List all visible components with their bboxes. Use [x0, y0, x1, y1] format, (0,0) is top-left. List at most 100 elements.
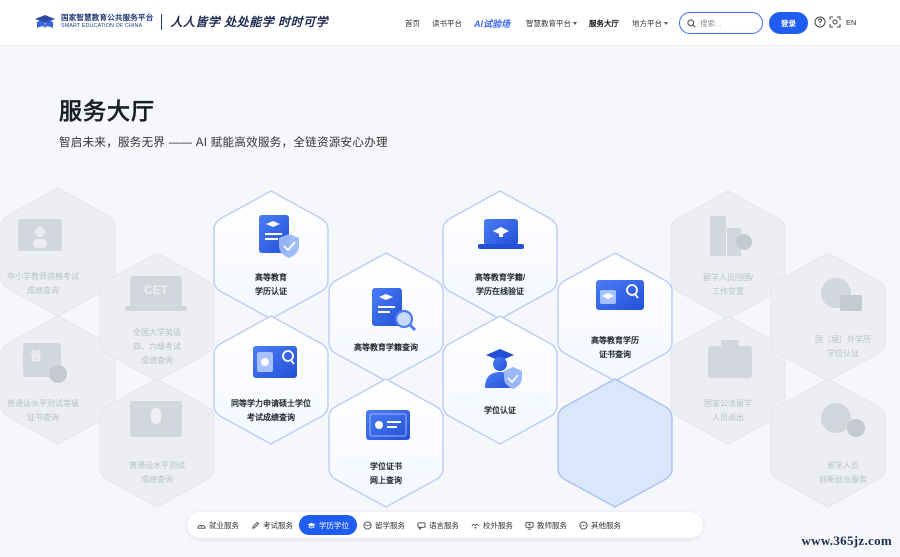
- hex-empty-highlight: [557, 378, 673, 508]
- logo-english-text: SMART EDUCATION OF CHINA: [61, 22, 143, 29]
- hex-innovation: [770, 378, 886, 508]
- label-line: 高等教育学籍查询: [354, 343, 418, 352]
- page-title: 服务大厅: [59, 98, 155, 124]
- search-box[interactable]: [679, 12, 763, 34]
- top-header: 国家智慧教育公共服务平台 SMART EDUCATION OF CHINA 人人…: [0, 0, 900, 46]
- label-line: 学位认证: [484, 406, 516, 415]
- service-returnee-placement[interactable]: 留学人员回国/ 工作安置: [668, 271, 788, 299]
- label-line: 人员派出: [712, 413, 744, 422]
- document-search-icon: [372, 288, 417, 332]
- service-status-online-verify[interactable]: 高等教育学籍/ 学历在线验证: [440, 271, 560, 299]
- service-equal-degree-score[interactable]: 同等学力申请硕士学位 考试成绩查询: [211, 397, 331, 425]
- label-line: 普通话水平测试等级: [7, 399, 79, 408]
- cards-search-icon: [253, 346, 297, 378]
- tab-label: 校外服务: [483, 520, 513, 530]
- service-cet-score[interactable]: 全国大学英语 四、六级考试 成绩查询: [97, 326, 217, 368]
- document-shield-icon: [259, 215, 299, 258]
- tab-teacher[interactable]: 教师服务: [519, 515, 573, 535]
- label-line: 成绩查询: [141, 356, 173, 365]
- pen-icon: [252, 521, 260, 529]
- label-line: 成绩查询: [27, 286, 59, 295]
- book-logo-icon: [34, 14, 56, 30]
- tab-other[interactable]: 其他服务: [573, 515, 627, 535]
- site-watermark: www.365jz.com: [801, 533, 892, 548]
- label-line: 学历认证: [255, 287, 287, 296]
- service-gov-study-abroad[interactable]: 国家公派留学 人员派出: [668, 397, 788, 425]
- nav-local-platform[interactable]: 地方平台: [632, 18, 668, 29]
- label-line: 全国大学英语: [133, 328, 181, 337]
- nav-ai-lab[interactable]: AI试验场: [474, 18, 511, 29]
- tab-language[interactable]: 语言服务: [411, 515, 465, 535]
- label-line: 留学人员回国/: [702, 273, 754, 282]
- hex-returnee: [670, 190, 786, 320]
- nav-home[interactable]: 首页: [405, 18, 420, 28]
- cet-icon-text: CET: [144, 283, 169, 297]
- login-button[interactable]: 登录: [769, 12, 808, 34]
- logo-divider: [161, 13, 163, 30]
- service-putonghua-cert[interactable]: 普通话水平测试等级 证书查询: [0, 397, 103, 425]
- service-degree-cert-auth[interactable]: 高等教育 学历认证: [211, 271, 331, 299]
- service-student-status-query[interactable]: 高等教育学籍查询: [326, 341, 446, 355]
- label-line: 四、六级考试: [133, 342, 181, 351]
- tab-label: 其他服务: [591, 520, 621, 530]
- tab-label: 留学服务: [375, 520, 405, 530]
- language-switch[interactable]: EN: [846, 18, 857, 27]
- tab-label: 就业服务: [209, 520, 239, 530]
- graduate-shield-icon: [485, 349, 522, 389]
- teacher-icon: [525, 521, 534, 530]
- search-input[interactable]: [700, 18, 756, 28]
- label-line: 中小学教师资格考试: [7, 272, 79, 281]
- search-icon: [687, 18, 696, 28]
- help-icon[interactable]: [814, 16, 826, 28]
- nav-smart-education-label: 智慧教育平台: [526, 18, 571, 28]
- nav-service-hall[interactable]: 服务大厅: [589, 18, 619, 28]
- tab-offcampus[interactable]: 校外服务: [465, 515, 519, 535]
- service-returnee-innovation[interactable]: 留学人员 创新创业服务: [783, 459, 900, 487]
- certificate-icon: [366, 410, 410, 440]
- card-search-icon: [596, 280, 644, 310]
- label-line: 证书查询: [27, 413, 59, 422]
- tab-exam[interactable]: 考试服务: [245, 515, 299, 535]
- label-line: 成绩查询: [141, 475, 173, 484]
- label-line: 国（境）外学历: [815, 335, 871, 344]
- briefcase-plane-icon: [708, 340, 752, 378]
- tab-label: 学历学位: [319, 520, 349, 530]
- label-line: 留学人员: [827, 461, 859, 470]
- tab-degree[interactable]: 学历学位: [299, 515, 357, 535]
- label-line: 考试成绩查询: [247, 413, 295, 422]
- hands-icon: [471, 523, 480, 529]
- service-putonghua-score[interactable]: 普通话水平测试 成绩查询: [97, 459, 217, 487]
- label-line: 网上查询: [370, 476, 402, 485]
- putonghua-badge-icon: [23, 343, 67, 383]
- service-foreign-degree-auth[interactable]: 国（境）外学历 学位认证: [783, 333, 900, 361]
- hex-putonghua-score: [99, 378, 215, 508]
- service-degree-cert-online[interactable]: 学位证书 网上查询: [326, 460, 446, 488]
- hex-foreign-degree: [770, 252, 886, 382]
- tab-employment[interactable]: 就业服务: [191, 515, 245, 535]
- tab-study-abroad[interactable]: 留学服务: [357, 515, 411, 535]
- chevron-down-icon: [573, 21, 577, 25]
- label-line: 普通话水平测试: [129, 461, 185, 470]
- cet-monitor-icon: [125, 276, 187, 311]
- nav-reading-platform[interactable]: 读书平台: [432, 18, 462, 28]
- service-degree-auth[interactable]: 学位认证: [440, 404, 560, 418]
- more-icon: [579, 520, 588, 530]
- nav-smart-education[interactable]: 智慧教育平台: [526, 18, 577, 29]
- label-line: 学位证书: [370, 462, 402, 471]
- label-line: 高等教育学历: [591, 336, 639, 345]
- logo-chinese-text: 国家智慧教育公共服务平台: [61, 13, 154, 23]
- site-logo[interactable]: 国家智慧教育公共服务平台 SMART EDUCATION OF CHINA 人人…: [34, 13, 328, 30]
- label-line: 高等教育学籍/: [474, 273, 526, 282]
- tab-label: 语言服务: [429, 520, 459, 530]
- globe-icon: [363, 520, 372, 530]
- service-teacher-cert-score[interactable]: 中小学教师资格考试 成绩查询: [0, 270, 103, 298]
- laptop-cap-icon: [478, 219, 524, 249]
- tab-label: 教师服务: [537, 520, 567, 530]
- page-subtitle: 智启未来，服务无界 —— AI 赋能高效服务，全链资源安心办理: [59, 137, 388, 149]
- microphone-icon: [130, 401, 182, 437]
- service-education-cert-query[interactable]: 高等教育学历 证书查询: [555, 334, 675, 362]
- label-line: 证书查询: [599, 350, 631, 359]
- scan-icon[interactable]: [829, 16, 841, 28]
- nav-local-platform-label: 地方平台: [632, 18, 662, 28]
